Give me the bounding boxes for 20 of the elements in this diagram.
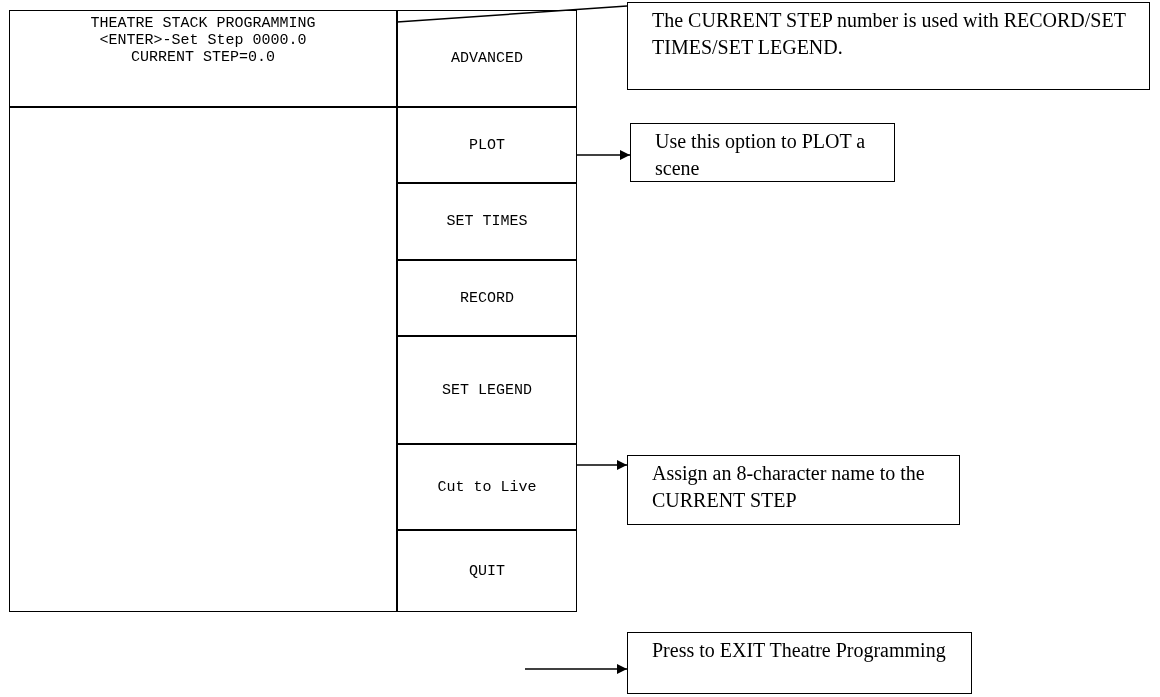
callout-box: Use this option to PLOT a scene: [630, 123, 895, 182]
arrow: [576, 460, 628, 470]
menu-button: SET LEGEND: [397, 336, 577, 444]
arrow: [576, 150, 631, 160]
menu-button: Cut to Live: [397, 444, 577, 530]
menu-button: ADVANCED: [397, 10, 577, 107]
callout-box: Assign an 8-character name to the CURRENT STEP: [627, 455, 960, 525]
callout-box: The CURRENT STEP number is used with RECORD/SET TIMES/SET LEGEND.: [627, 2, 1150, 90]
screen-text-line: THEATRE STACK PROGRAMMING: [89, 15, 317, 32]
menu-button: QUIT: [397, 530, 577, 612]
screen-text-line: CURRENT STEP=0.0: [130, 49, 276, 66]
menu-button: SET TIMES: [397, 183, 577, 260]
callout-box: Press to EXIT Theatre Programming: [627, 632, 972, 694]
screen-header-panel: [9, 10, 397, 107]
screen-display-area: [9, 107, 397, 612]
arrow: [524, 664, 628, 674]
screen-text-line: <ENTER>-Set Step 0000.0: [98, 32, 308, 49]
menu-button: PLOT: [397, 107, 577, 183]
leader-line: [396, 5, 628, 23]
menu-button: RECORD: [397, 260, 577, 336]
